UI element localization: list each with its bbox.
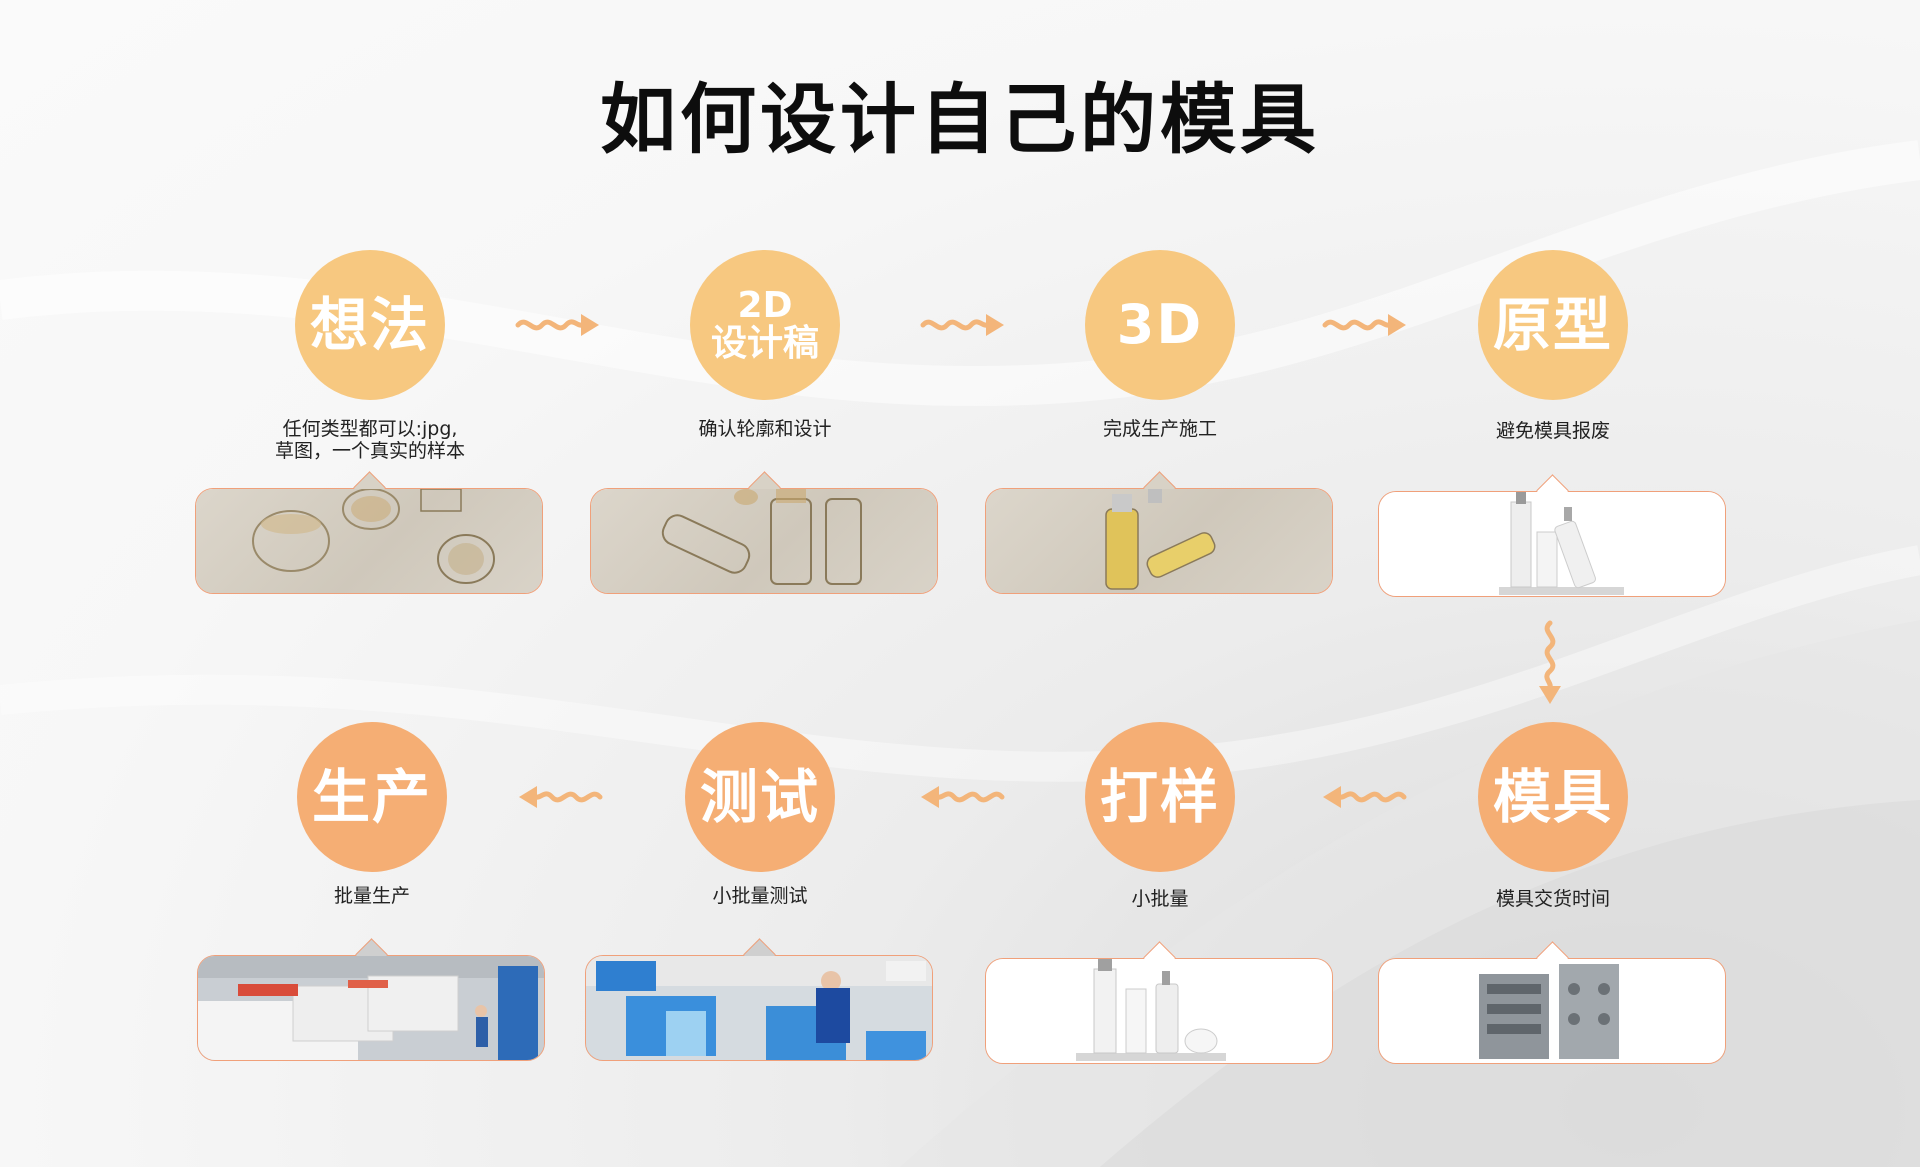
right-arrow-icon: [515, 314, 599, 336]
mold-tooling-image: [1378, 941, 1726, 1064]
testing-workshop-image: [585, 938, 933, 1061]
left-arrow-icon: [1323, 786, 1407, 808]
step-description: 模具交货时间: [1495, 888, 1610, 910]
prototype-bottles-image: [1378, 474, 1726, 597]
step-circle: 3D: [1085, 250, 1235, 400]
step-circle: 生产: [297, 722, 447, 872]
step-label-line1: 2D: [737, 285, 793, 326]
sketch-jars-image: [195, 471, 543, 594]
step-circle: 2D 设计稿: [690, 250, 840, 400]
right-arrow-icon: [920, 314, 1004, 336]
step-circle: 打样: [1085, 722, 1235, 872]
step-description: 完成生产施工: [1102, 418, 1217, 440]
step-label-line2: 设计稿: [710, 323, 819, 364]
step-label: 测试: [699, 763, 820, 831]
step-description: 批量生产: [333, 885, 410, 907]
left-arrow-icon: [921, 786, 1005, 808]
right-arrow-icon: [1322, 314, 1406, 336]
step-description: 任何类型都可以:jpg, 草图，一个真实的样本: [195, 418, 545, 462]
step-description: 小批量测试: [712, 885, 808, 907]
step-description: 避免模具报废: [1495, 420, 1610, 442]
left-arrow-icon: [519, 786, 603, 808]
step-label: 模具: [1492, 763, 1613, 831]
step-description: 确认轮廓和设计: [698, 418, 832, 440]
step-circle: 想法: [295, 250, 445, 400]
step-circle: 模具: [1478, 722, 1628, 872]
sketch-3d-bottles-image: [985, 471, 1333, 594]
step-label: 生产: [311, 763, 432, 831]
desc-line: 草图，一个真实的样本: [274, 440, 465, 462]
sample-bottles-image: [985, 941, 1333, 1064]
sketch-bottles-image: [590, 471, 938, 594]
down-arrow-icon: [1539, 620, 1561, 704]
step-label: 打样: [1099, 763, 1220, 831]
step-circle: 原型: [1478, 250, 1628, 400]
step-label: 3D: [1116, 293, 1204, 356]
step-label: 想法: [309, 291, 430, 359]
production-line-image: [197, 938, 545, 1061]
desc-line: 任何类型都可以:jpg,: [282, 418, 458, 440]
page-title: 如何设计自己的模具: [600, 75, 1320, 164]
step-description: 小批量: [1131, 888, 1189, 910]
step-circle: 测试: [685, 722, 835, 872]
step-label: 原型: [1492, 291, 1613, 359]
